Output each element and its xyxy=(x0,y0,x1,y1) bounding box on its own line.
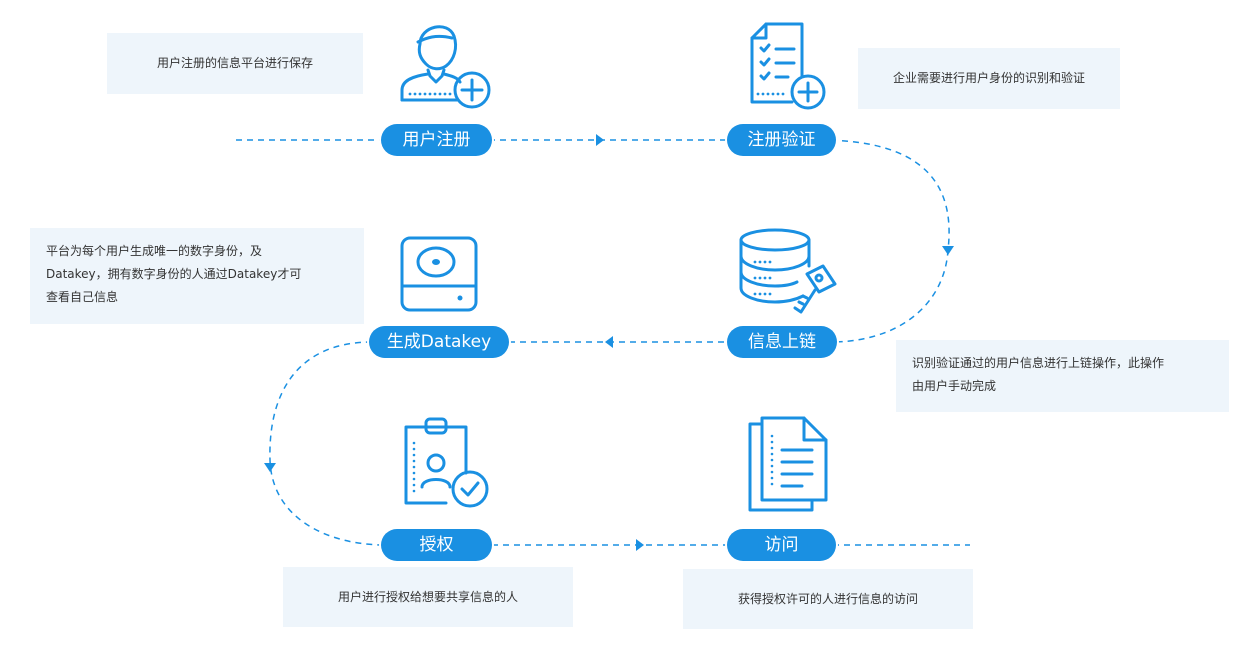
register-description: 用户注册的信息平台进行保存 xyxy=(107,33,363,94)
database-key-icon xyxy=(739,228,837,314)
step-register: 用户注册 xyxy=(381,124,492,156)
chain-description-line2: 由用户手动完成 xyxy=(912,379,997,393)
access-description-text: 获得授权许可的人进行信息的访问 xyxy=(737,591,918,606)
datakey-description-line2: Datakey，拥有数字身份的人通过Datakey才可 xyxy=(46,267,302,281)
datakey-description-line3: 查看自己信息 xyxy=(46,290,119,304)
authorize-description: 用户进行授权给想要共享信息的人 xyxy=(283,567,573,627)
datakey-description-line1: 平台为每个用户生成唯一的数字身份，及 xyxy=(46,244,263,258)
chain-description-line1: 识别验证通过的用户信息进行上链操作，此操作 xyxy=(912,356,1165,370)
access-description: 获得授权许可的人进行信息的访问 xyxy=(683,569,973,629)
verify-description-text: 企业需要进行用户身份的识别和验证 xyxy=(892,71,1085,85)
user-add-icon xyxy=(400,25,491,109)
document-checklist-icon xyxy=(750,22,826,110)
authorize-description-text: 用户进行授权给想要共享信息的人 xyxy=(337,589,518,604)
clipboard-badge-icon xyxy=(404,417,489,508)
step-access: 访问 xyxy=(727,529,836,561)
documents-icon xyxy=(748,416,828,512)
chain-description: 识别验证通过的用户信息进行上链操作，此操作 由用户手动完成 xyxy=(896,340,1229,412)
step-datakey: 生成Datakey xyxy=(369,326,509,358)
step-authorize: 授权 xyxy=(381,529,492,561)
step-chain: 信息上链 xyxy=(727,326,837,358)
hard-drive-icon xyxy=(400,236,478,312)
datakey-description: 平台为每个用户生成唯一的数字身份，及 Datakey，拥有数字身份的人通过Dat… xyxy=(30,228,364,324)
verify-description: 企业需要进行用户身份的识别和验证 xyxy=(858,48,1120,109)
register-description-text: 用户注册的信息平台进行保存 xyxy=(156,56,313,70)
step-verify: 注册验证 xyxy=(727,124,836,156)
